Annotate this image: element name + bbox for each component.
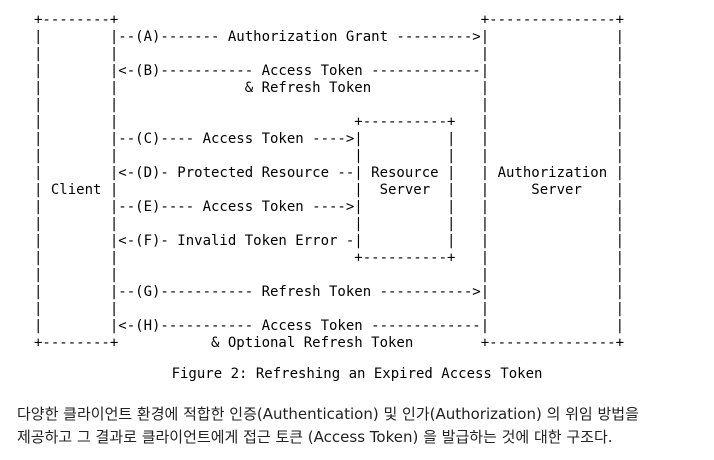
- diagram-line: | | | | | |: [34, 216, 625, 232]
- diagram-line: | |--(C)---- Access Token ---->| | | |: [34, 131, 625, 147]
- diagram-line: | |--(G)----------- Refresh Token ------…: [34, 284, 625, 300]
- diagram-line: | Client | | Server | | Server |: [34, 182, 625, 198]
- diagram-line: | |<-(B)----------- Access Token -------…: [34, 63, 625, 79]
- description-line: 다양한 클라이언트 환경에 적합한 인증(Authentication) 및 인…: [17, 405, 639, 423]
- diagram-line: | | | |: [34, 46, 625, 62]
- diagram-line: | | | |: [34, 97, 625, 113]
- diagram-line: | |<-(D)- Protected Resource --| Resourc…: [34, 165, 625, 181]
- diagram-line: | |<-(H)----------- Access Token -------…: [34, 318, 625, 334]
- diagram-line: | | | |: [34, 301, 625, 317]
- diagram-line: | | +----------+ | |: [34, 114, 625, 130]
- diagram-line: | |<-(F)- Invalid Token Error -| | | |: [34, 233, 625, 249]
- diagram-line: | |--(E)---- Access Token ---->| | | |: [34, 199, 625, 215]
- diagram-line: | | | |: [34, 267, 625, 283]
- diagram-line: +--------+ +---------------+: [34, 12, 625, 28]
- description-paragraph: 다양한 클라이언트 환경에 적합한 인증(Authentication) 및 인…: [17, 403, 707, 449]
- diagram-line: | |--(A)------- Authorization Grant ----…: [34, 29, 625, 45]
- description-line: 제공하고 그 결과로 클라이언트에게 접근 토큰 (Access Token) …: [17, 428, 613, 446]
- diagram-line: | | & Refresh Token | |: [34, 80, 625, 96]
- figure-caption: Figure 2: Refreshing an Expired Access T…: [171, 366, 543, 382]
- diagram-line: | | +----------+ | |: [34, 250, 625, 266]
- diagram-line: | | | | | |: [34, 148, 625, 164]
- diagram-line: +--------+ & Optional Refresh Token +---…: [34, 335, 625, 351]
- oauth-refresh-flow-diagram: +--------+ +---------------+ | |--(A)---…: [0, 0, 624, 357]
